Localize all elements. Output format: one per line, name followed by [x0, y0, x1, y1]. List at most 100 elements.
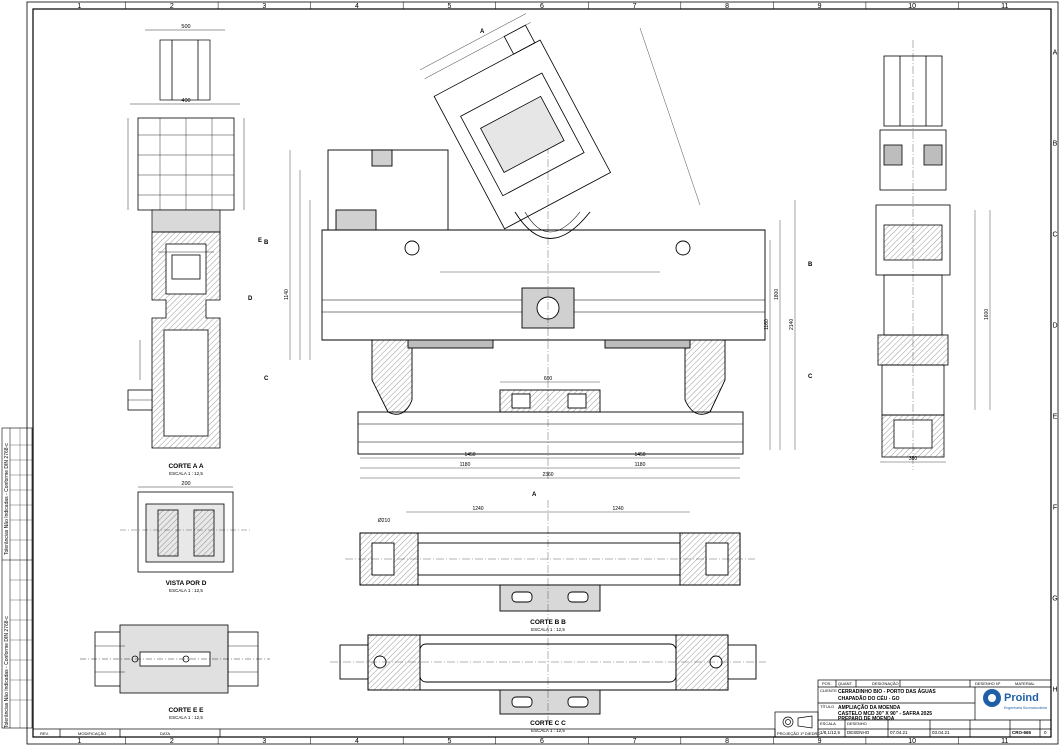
dim-total-height: 2140	[789, 319, 795, 330]
zone-column-label: 4	[355, 738, 359, 745]
title-block	[32, 679, 1052, 738]
zone-column-label: 3	[262, 3, 266, 10]
tb-date-1: 07.04.21	[890, 730, 908, 735]
tb-drawing-no: CRO-665	[1012, 730, 1032, 735]
view-front	[289, 120, 796, 480]
tb-drawn-label: DESENHO	[847, 721, 867, 726]
bb-bore: Ø210	[378, 518, 390, 524]
side-bottom-dim: 380	[909, 456, 918, 462]
view-side	[875, 40, 991, 470]
aa-width-dimension: 500	[181, 24, 190, 30]
side-height-dim: 1600	[984, 309, 990, 320]
dim-height-2: 1800	[774, 289, 780, 300]
section-mark-b-right: B	[808, 262, 813, 268]
zone-columns-top: 1 2 3 4 5 6 7 8 9 10 11	[77, 2, 1008, 744]
section-mark-c-left: C	[264, 376, 269, 382]
tb-rev-header-rev: REV.	[40, 731, 49, 736]
zone-column-label: 5	[448, 3, 452, 10]
section-mark-c-right: C	[808, 374, 813, 380]
bb-dim-a: 1240	[472, 506, 483, 512]
zone-column-label: 2	[170, 3, 174, 10]
sheet-border-outer	[26, 1, 1059, 745]
zone-column-label: 8	[725, 3, 729, 10]
tb-rev-header-date: DATA	[160, 731, 170, 736]
zone-row-label: F	[1053, 505, 1057, 512]
section-mark-e-right: E	[258, 238, 262, 244]
vista-d-width: 200	[181, 481, 190, 487]
zone-row-label: B	[1053, 141, 1058, 148]
inclined-dimension	[639, 27, 701, 206]
tb-title-2: CASTELO MCD 30" X 90" - SAFRA 2025	[838, 711, 932, 717]
tb-rev-header-mod: MODIFICAÇÃO	[78, 731, 106, 736]
zone-column-label: 3	[262, 738, 266, 745]
zone-column-label: 10	[908, 3, 916, 10]
tb-scale-value: 1/8,1/12,5	[820, 730, 841, 735]
zone-column-label: 6	[540, 3, 544, 10]
view-corte-ee	[80, 624, 270, 694]
dim-bore-center: 600	[544, 376, 553, 382]
dim-height-3: 1140	[284, 289, 290, 300]
tb-scale-label: ESCALA	[820, 721, 836, 726]
dim-inner-left: 1450	[464, 452, 475, 458]
tb-header-qty: QUANT.	[838, 681, 853, 686]
corte-cc-scale: ESCALA 1 : 12,5	[531, 728, 565, 733]
bb-dim-b: 1240	[612, 506, 623, 512]
view-inclined-arm	[419, 13, 612, 230]
zone-column-label: 11	[1001, 738, 1008, 745]
tb-title-3: PREPARO DE MOENDA	[838, 716, 895, 722]
zone-column-label: 6	[540, 738, 544, 745]
aa-inner-dimension: 400	[181, 98, 190, 104]
dim-inner-right: 1450	[634, 452, 645, 458]
section-mark-a-top: A	[480, 29, 485, 35]
zone-column-label: 4	[355, 3, 359, 10]
section-mark-d-right: D	[248, 296, 253, 302]
proind-logo: Proind Engenharia Sucroalcooleira	[983, 689, 1047, 710]
vista-d-scale: ESCALA 1 : 12,5	[169, 588, 203, 593]
zone-column-label: 2	[170, 738, 174, 745]
tolerance-strip: Tolerâncias Não Indicadas - Conforme DIN…	[1, 427, 33, 729]
logo-text: Proind	[1004, 692, 1039, 704]
tb-header-material: MATERIAL	[1015, 681, 1035, 686]
logo-subtitle: Engenharia Sucroalcooleira	[1004, 706, 1047, 710]
zone-row-label: G	[1052, 596, 1057, 603]
zone-column-label: 7	[633, 3, 637, 10]
tolerance-note-2: Tolerâncias Não Indicadas - Conforme DIN…	[4, 616, 10, 728]
corte-bb-title: CORTE B B	[530, 619, 566, 626]
zone-column-label: 9	[818, 3, 822, 10]
dim-span-left: 1180	[460, 462, 471, 468]
view-vista-d	[120, 486, 250, 573]
tb-rev: 0	[1044, 730, 1047, 735]
zone-row-label: C	[1052, 232, 1057, 239]
dim-span-right: 1180	[635, 462, 646, 468]
corte-ee-title: CORTE E E	[168, 707, 204, 714]
zone-column-label: 8	[725, 738, 729, 745]
zone-row-label: H	[1052, 687, 1057, 694]
tb-client-1: CERRADINHO BIO - PORTO DAS ÁGUAS	[838, 688, 936, 695]
tb-title-1: AMPLIAÇÃO DA MOENDA	[838, 704, 901, 711]
tb-drawn-value: DESENHO	[847, 730, 870, 735]
zone-column-label: 9	[818, 738, 822, 745]
tb-date-2: 03.04.21	[932, 730, 950, 735]
corte-cc-title: CORTE C C	[530, 720, 566, 727]
vista-d-title: VISTA POR D	[166, 580, 207, 587]
tolerance-note-1: Tolerâncias Não Indicadas - Conforme DIN…	[4, 443, 10, 555]
section-mark-a-bottom: A	[532, 492, 537, 498]
zone-column-label: 11	[1001, 3, 1008, 10]
section-mark-b-left: B	[264, 240, 269, 246]
zone-column-label: 10	[908, 738, 916, 745]
corte-aa-scale: ESCALA 1 : 12,5	[169, 471, 203, 476]
view-corte-bb	[345, 500, 755, 620]
zone-column-label: 1	[77, 738, 81, 745]
zone-column-label: 7	[633, 738, 637, 745]
zone-row-label: A	[1053, 50, 1058, 57]
view-corte-cc	[330, 625, 766, 725]
tb-header-drawing: DESENHO Nº	[975, 681, 1001, 686]
tb-client-2: CHAPADÃO DO CÉU - GO	[838, 694, 900, 702]
zone-row-label: D	[1052, 323, 1057, 330]
zone-column-label: 5	[448, 738, 452, 745]
corte-ee-scale: ESCALA 1 : 12,5	[169, 715, 203, 720]
tb-client-label: CLIENTE	[820, 688, 837, 693]
view-corte-aa	[127, 29, 245, 449]
